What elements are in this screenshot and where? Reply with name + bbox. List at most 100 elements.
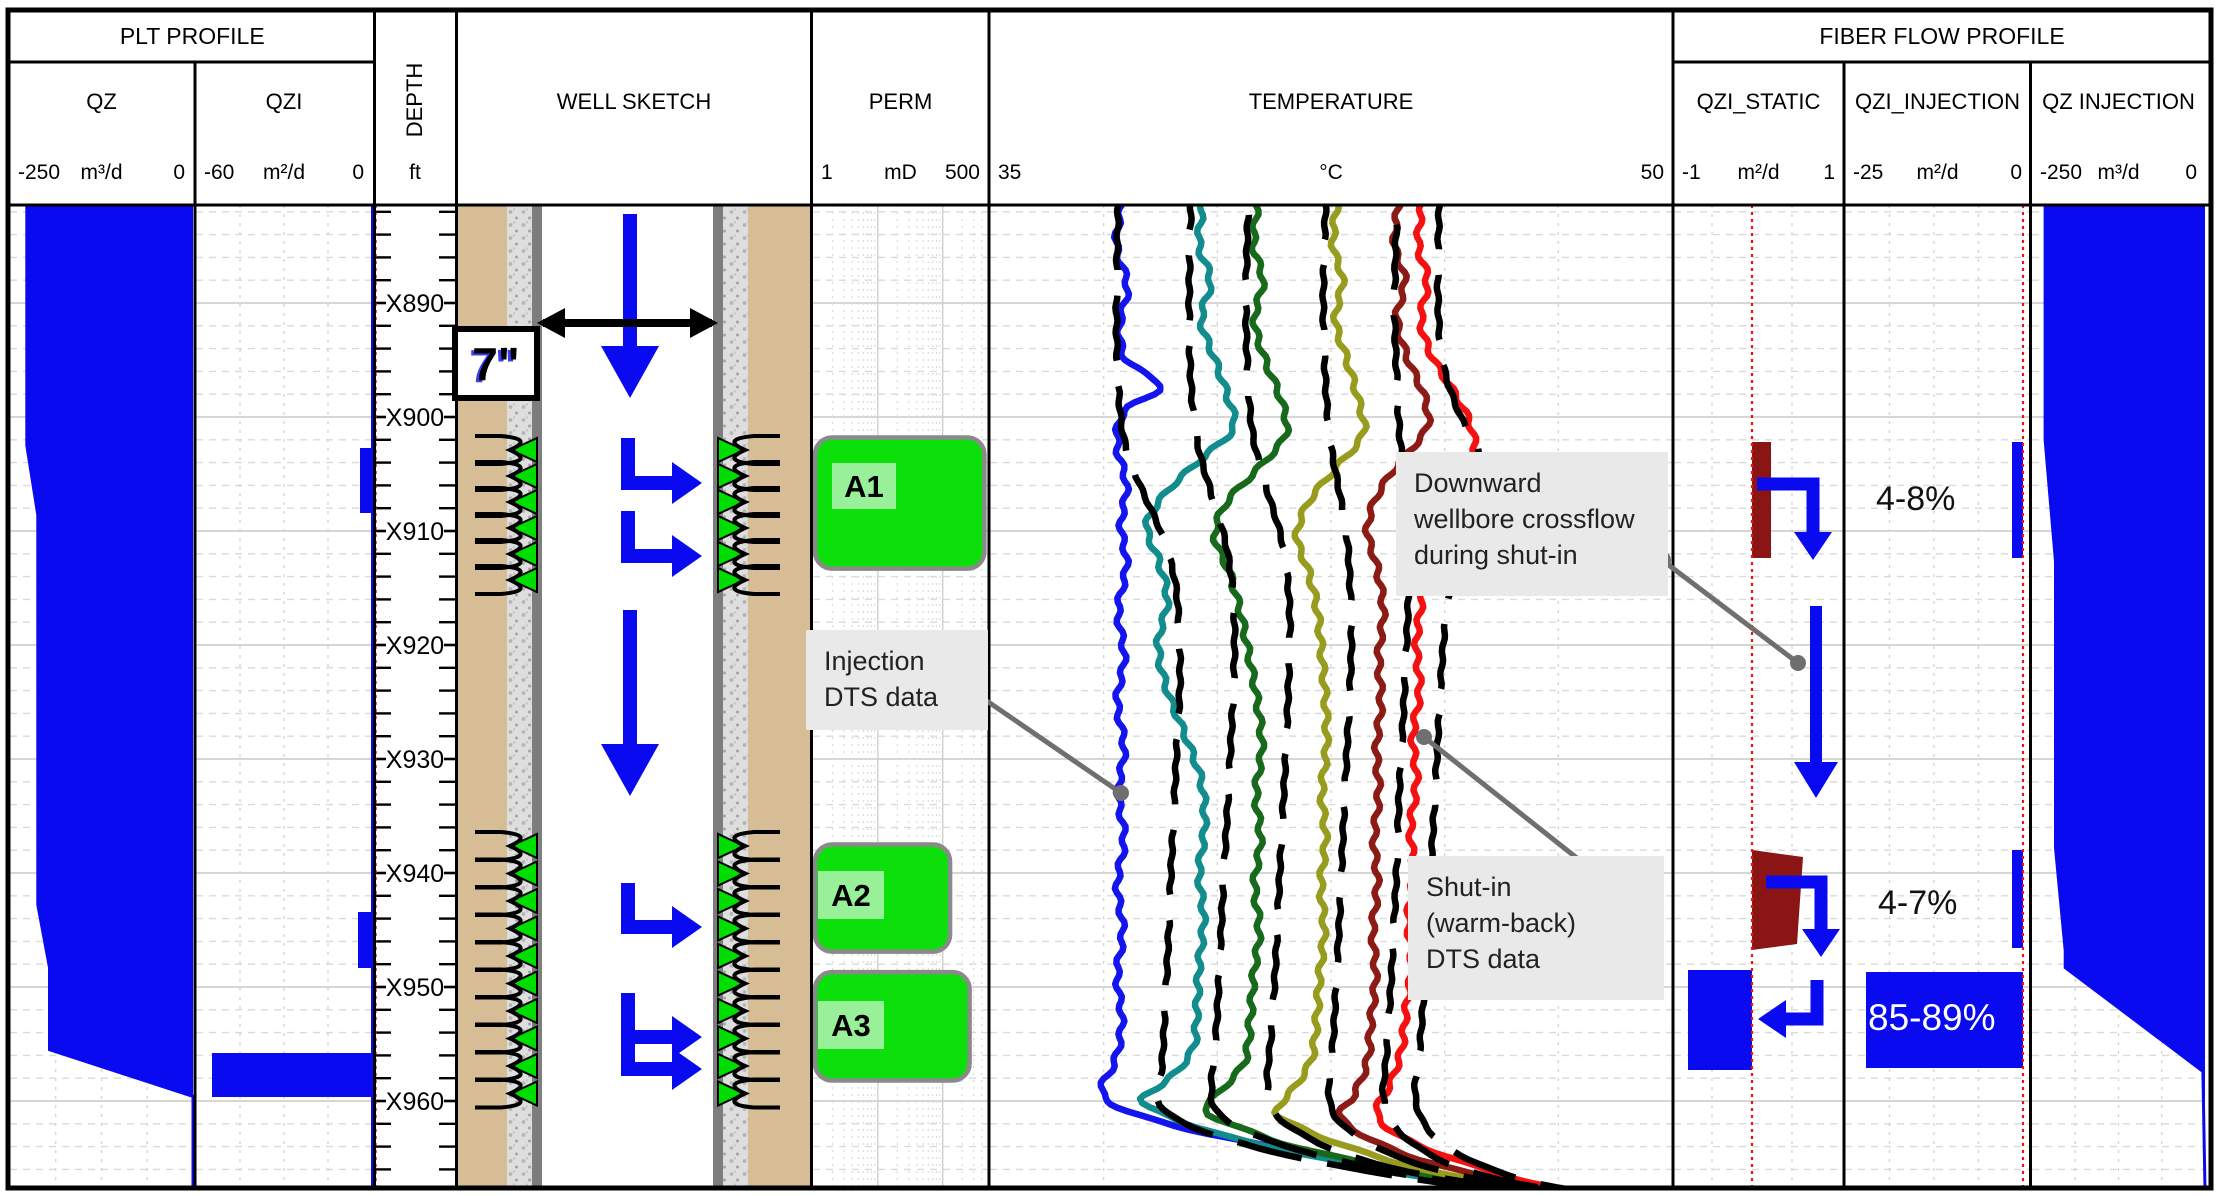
perforation-icon: [508, 942, 538, 970]
temperature-curve-shutin-dts-3: [1241, 205, 1522, 1188]
flow-percent-a3: 85-89%: [1868, 997, 1996, 1038]
group-title-fiber: FIBER FLOW PROFILE: [1819, 23, 2064, 49]
arrow-head-icon: [537, 308, 565, 338]
temperature-curve-shutin-dts-2: [1184, 205, 1510, 1188]
arrow-head-icon: [672, 1016, 702, 1058]
qzi-injection-bar: [2012, 442, 2023, 558]
zone-label-chip: [818, 1001, 884, 1049]
perforation-icon: [717, 969, 747, 998]
track-title-qzi: QZI: [266, 89, 303, 114]
depth-label: X910: [386, 518, 444, 546]
depth-label: X890: [386, 290, 444, 318]
annotation-shutin-dts: Shut-in (warm-back) DTS data: [1408, 856, 1664, 1000]
perforation-icon: [508, 1079, 538, 1108]
plot-border: [5, 7, 2214, 1191]
scale-max: 500: [945, 161, 980, 184]
casing-left: [532, 205, 542, 1188]
arrow-head-icon: [672, 906, 702, 948]
track-unit: m²/d: [263, 161, 305, 184]
perforation-icon: [717, 1079, 747, 1108]
qzi-bar: [360, 448, 372, 513]
arrow-head-icon: [1758, 1000, 1786, 1038]
scale-max: 0: [352, 161, 364, 184]
perforation-icon: [717, 832, 747, 860]
track-title-qz_injection: QZ INJECTION: [2042, 89, 2195, 114]
arrow-head-icon: [1802, 929, 1840, 957]
qz-flow-fill: [26, 205, 193, 1190]
temperature-curve-injection-dts-1: [1097, 205, 1494, 1188]
depth-label: X940: [386, 860, 444, 888]
perforation-icon: [508, 540, 538, 568]
annotation-line: Downward: [1414, 468, 1542, 498]
annotation-line: (warm-back): [1426, 908, 1577, 938]
perforation-icon: [508, 997, 538, 1025]
perforation-icon: [717, 887, 747, 915]
perforation-icon: [717, 514, 747, 542]
track-title-qzi_injection: QZI_INJECTION: [1855, 89, 2020, 114]
scale-max: 50: [1641, 161, 1664, 184]
crossflow-elbow-arrow: [1766, 875, 1828, 943]
leader-dot: [1790, 655, 1806, 671]
track-title-temp: TEMPERATURE: [1249, 89, 1414, 114]
perforation-icon: [508, 887, 538, 915]
temperature-curve-shutin-dts-1: [1112, 205, 1497, 1188]
annotation-line: DTS data: [824, 682, 939, 712]
perforation-icon: [717, 488, 747, 516]
crossflow-elbow-arrow: [1772, 980, 1824, 1026]
annotation-line: Shut-in: [1426, 872, 1512, 902]
track-title-sketch: WELL SKETCH: [557, 89, 711, 114]
leader-dot: [1416, 729, 1432, 745]
temperature-curve-injection-dts-2: [1136, 205, 1506, 1188]
perforation-icon: [508, 488, 538, 516]
flow-bent-arrow: [621, 438, 676, 490]
scale-max: 0: [2185, 161, 2197, 184]
arrow-head-icon: [601, 744, 659, 796]
track-unit: m²/d: [1738, 161, 1780, 184]
perforation-icon: [717, 1052, 747, 1080]
track-title-perm: PERM: [869, 89, 933, 114]
temperature-curve-shutin-dts-5: [1378, 205, 1554, 1188]
arrow-head-icon: [672, 462, 702, 504]
flow-bent-arrow: [621, 993, 676, 1044]
temperature-curves: [1097, 205, 1574, 1188]
qz-injection-flow-fill: [2045, 205, 2205, 1190]
leader-dot: [1113, 785, 1129, 801]
perforation-icon: [508, 914, 538, 943]
scale-max: 1: [1823, 161, 1835, 184]
arrow-head-icon: [1794, 532, 1832, 560]
arrow-head-icon: [672, 535, 702, 577]
scale-min: -250: [18, 161, 60, 184]
depth-label: X930: [386, 746, 444, 774]
scale-min: -25: [1853, 161, 1883, 184]
annotation-injection-dts: Injection DTS data: [806, 630, 988, 730]
temperature-curve-injection-dts-3: [1202, 205, 1516, 1188]
track-unit: m³/d: [81, 161, 123, 184]
flow-bent-arrow: [621, 1021, 676, 1076]
perforation-icon: [508, 832, 538, 860]
zone-label: A2: [831, 878, 871, 913]
zone-label-chip: [832, 463, 896, 509]
perm-zone: [812, 969, 972, 1083]
perforation-icon: [508, 462, 538, 490]
track-unit: °C: [1319, 161, 1343, 184]
zone-label-chip: [818, 871, 884, 919]
perforation-icon: [717, 914, 747, 943]
perforation-icon: [508, 436, 538, 464]
arrow-head-icon: [601, 346, 659, 398]
perforation-icon: [508, 1052, 538, 1080]
temperature-curve-injection-dts-6: [1372, 205, 1566, 1188]
perforation-icon: [508, 566, 538, 594]
perforation-icon: [717, 859, 747, 888]
temperature-curve-shutin-dts-6: [1410, 205, 1574, 1188]
qzi-injection-bar: [2012, 850, 2023, 948]
qzi-bar: [212, 1053, 372, 1097]
qzi-static-bar: [1688, 970, 1752, 1070]
depth-label: X900: [386, 404, 444, 432]
perforation-icon: [508, 859, 538, 888]
perforation-icon: [717, 540, 747, 568]
flow-percent-a2: 4-7%: [1878, 884, 1958, 922]
track-title-qz: QZ: [86, 89, 117, 114]
track-unit: mD: [884, 161, 917, 184]
track-unit: m²/d: [1917, 161, 1959, 184]
